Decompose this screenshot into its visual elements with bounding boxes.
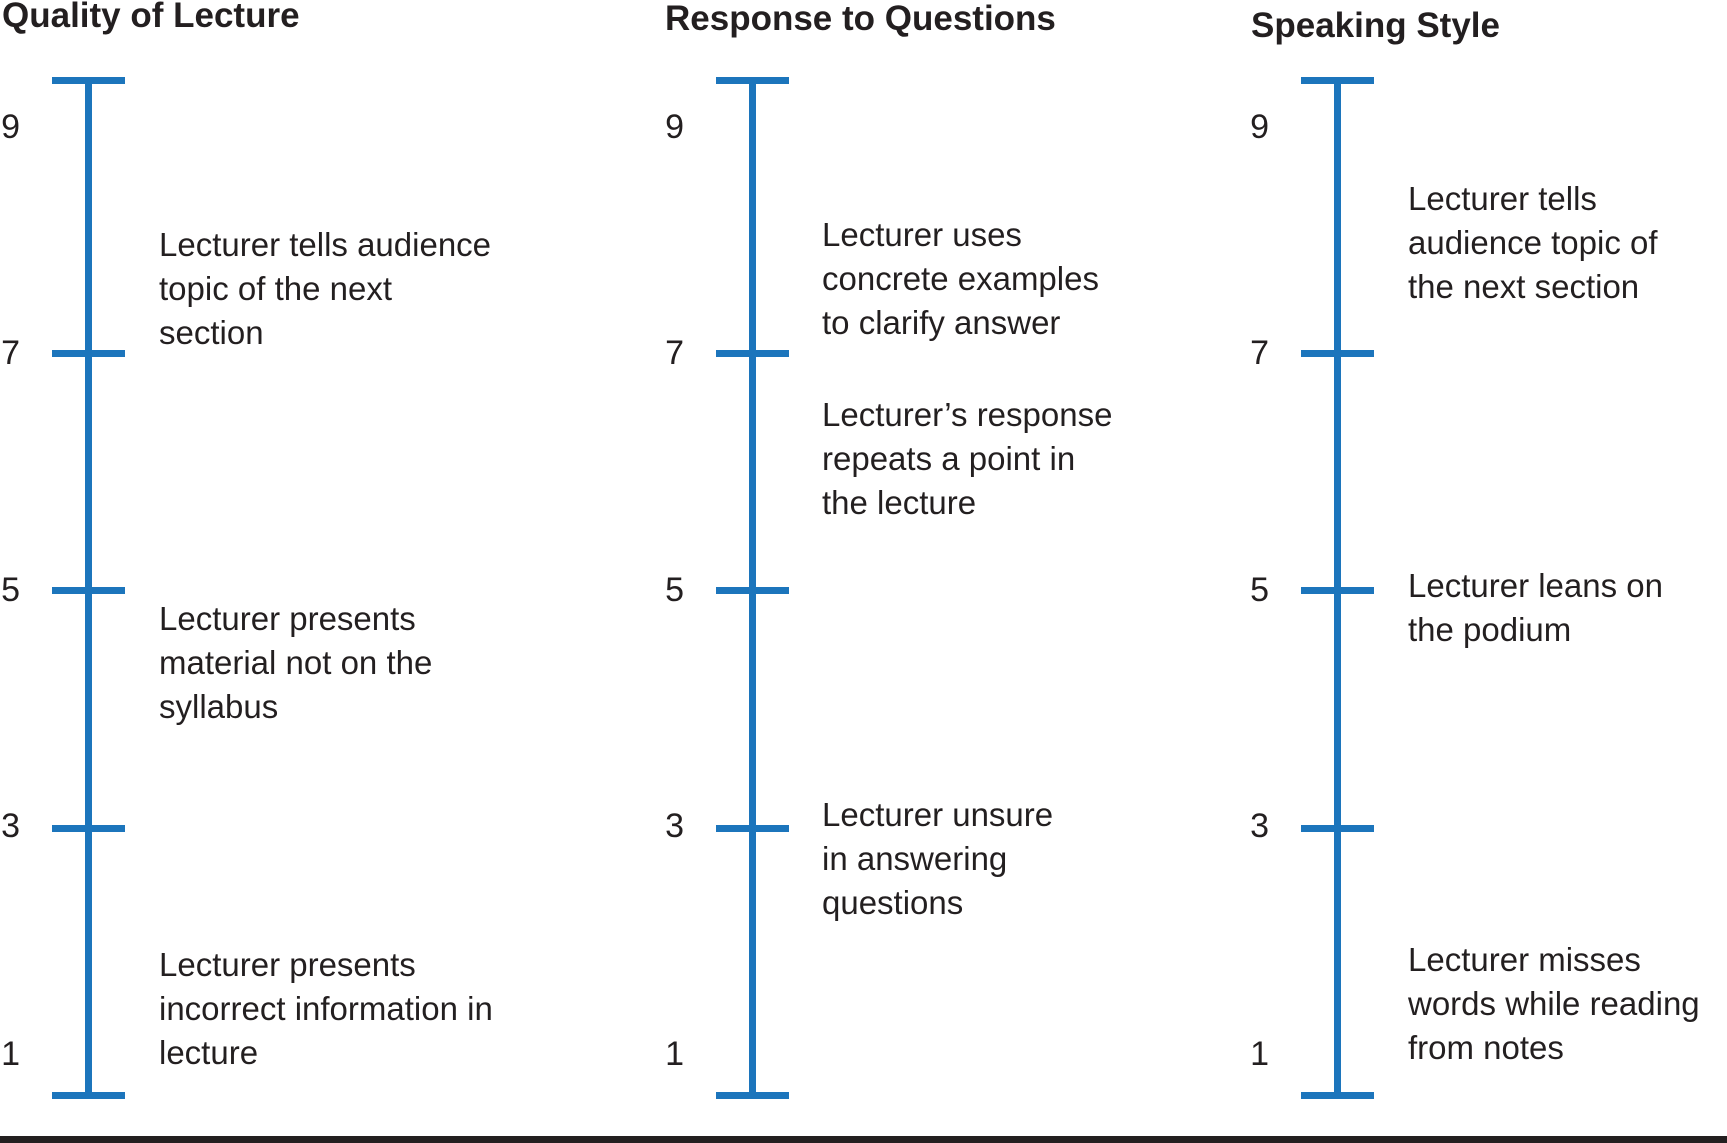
axis-top-cap bbox=[51, 77, 125, 84]
axis-tick-label: 1 bbox=[1250, 1035, 1269, 1073]
axis-tick-label: 1 bbox=[1, 1035, 20, 1073]
axis-tick bbox=[51, 350, 125, 357]
anchor-text: Lecturer misses words while reading from… bbox=[1408, 941, 1700, 1066]
axis-tick-label: 5 bbox=[1250, 571, 1269, 609]
axis-tick bbox=[1300, 587, 1374, 594]
axis-tick-label: 7 bbox=[1250, 334, 1269, 372]
axis-bottom-cap bbox=[1300, 1092, 1374, 1099]
anchor-text: Lecturer leans on the podium bbox=[1408, 567, 1663, 648]
axis-tick-label: 3 bbox=[665, 807, 684, 845]
axis-tick-label: 9 bbox=[1250, 108, 1269, 146]
axis-tick bbox=[51, 587, 125, 594]
axis-top-cap bbox=[1300, 77, 1374, 84]
anchor-text: Lecturer tells audience topic of the nex… bbox=[1408, 180, 1658, 305]
scale-title: Quality of Lecture bbox=[2, 0, 300, 35]
axis-tick bbox=[1300, 350, 1374, 357]
axis-top-cap bbox=[715, 77, 789, 84]
axis-tick bbox=[1300, 825, 1374, 832]
anchor-text: Lecturer presents incorrect information … bbox=[159, 946, 493, 1071]
axis-tick-label: 5 bbox=[665, 571, 684, 609]
scale-title: Response to Questions bbox=[665, 0, 1056, 38]
anchor-text: Lecturer uses concrete examples to clari… bbox=[822, 216, 1099, 341]
axis-bottom-cap bbox=[715, 1092, 789, 1099]
axis-tick-label: 9 bbox=[1, 108, 20, 146]
anchor-text: Lecturer unsure in answering questions bbox=[822, 796, 1054, 921]
axis-tick-label: 5 bbox=[1, 571, 20, 609]
anchor-text: Lecturer’s response repeats a point in t… bbox=[822, 396, 1113, 521]
axis-tick bbox=[715, 825, 789, 832]
axis-tick-label: 7 bbox=[665, 334, 684, 372]
axis-tick-label: 9 bbox=[665, 108, 684, 146]
scale-title: Speaking Style bbox=[1251, 6, 1500, 45]
axis-tick-label: 3 bbox=[1, 807, 20, 845]
bottom-rule bbox=[0, 1136, 1727, 1143]
axis-tick bbox=[51, 825, 125, 832]
axis-tick-label: 7 bbox=[1, 334, 20, 372]
axis-tick-label: 3 bbox=[1250, 807, 1269, 845]
axis-tick-label: 1 bbox=[665, 1035, 684, 1073]
axis-tick bbox=[715, 587, 789, 594]
axis-bottom-cap bbox=[51, 1092, 125, 1099]
anchor-text: Lecturer presents material not on the sy… bbox=[159, 600, 433, 725]
axis-tick bbox=[715, 350, 789, 357]
anchor-text: Lecturer tells audience topic of the nex… bbox=[159, 226, 492, 351]
